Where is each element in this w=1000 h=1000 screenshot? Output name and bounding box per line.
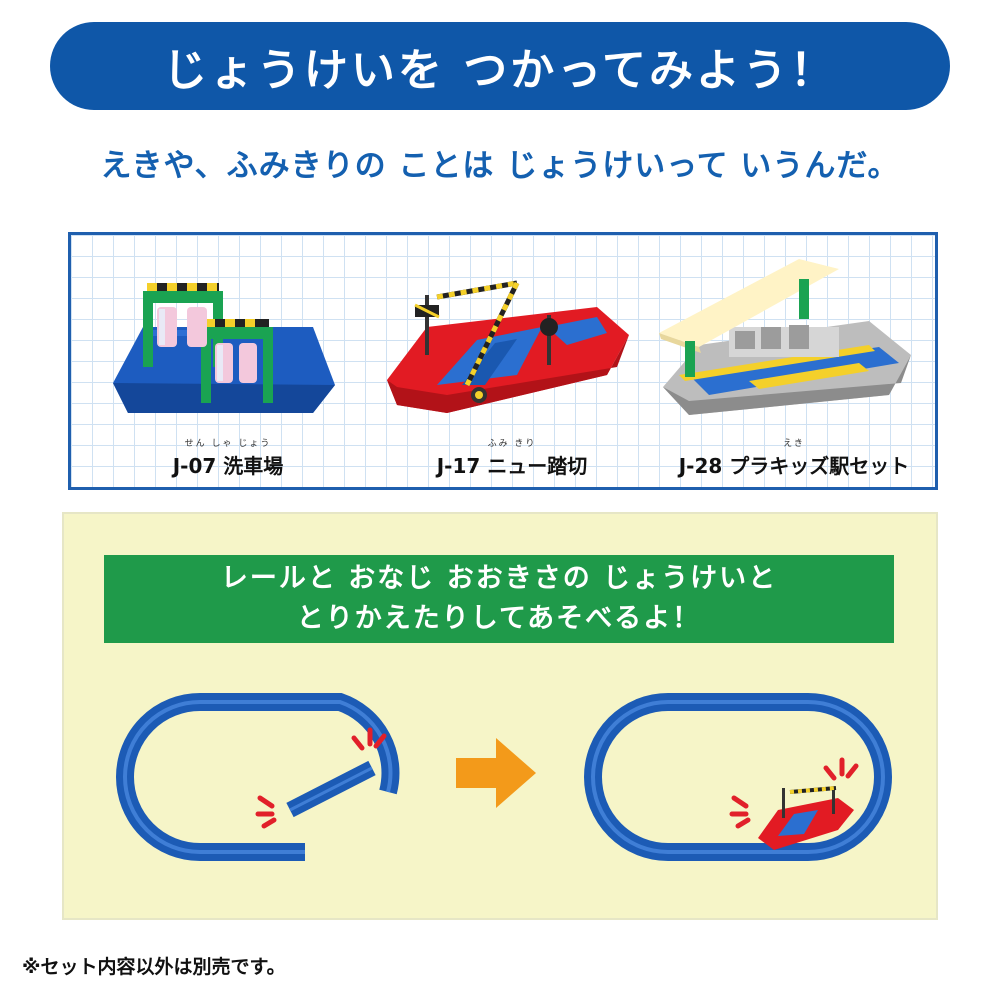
railroad-crossing-illustration (387, 280, 629, 413)
footnote: ※セット内容以外は別売です。 (22, 956, 286, 978)
item-ruby: せん しゃ じょう (184, 439, 272, 449)
item-label-station-set: えき J-28 プラキッズ駅セット (649, 436, 935, 479)
item-code: J-17 (436, 454, 481, 478)
usage-banner-line1: レールと おなじ おおきさの じょうけいと (220, 563, 778, 594)
item-code: J-28 (678, 454, 723, 478)
station-set-illustration (659, 259, 911, 415)
arrow-right-icon (456, 738, 536, 808)
item-ruby: えき (783, 439, 805, 449)
item-name: ニュー踏切 (487, 454, 588, 478)
car-wash-illustration (113, 283, 335, 413)
item-station-set: えき J-28 プラキッズ駅セット (649, 235, 935, 487)
page-title: じょうけいを つかってみよう！ (162, 45, 838, 96)
item-name: 洗車場 (223, 454, 284, 478)
item-label-car-wash: せん しゃ じょう J-07 洗車場 (83, 436, 373, 479)
subtitle: えきや、ふみきりの ことは じょうけいって いうんだ。 (100, 148, 900, 184)
track-before-diagram (116, 693, 400, 861)
scenery-grid-panel: せん しゃ じょう J-07 洗車場 ふみ きり J- (68, 232, 938, 490)
item-name: プラキッズ駅セット (729, 454, 910, 478)
item-code: J-07 (172, 454, 217, 478)
item-label-railroad-crossing: ふみ きり J-17 ニュー踏切 (367, 436, 657, 479)
usage-banner: レールと おなじ おおきさの じょうけいと とりかえたりしてあそべるよ！ (104, 555, 894, 643)
usage-banner-line2: とりかえたりしてあそべるよ！ (296, 603, 702, 634)
item-railroad-crossing: ふみ きり J-17 ニュー踏切 (367, 235, 657, 487)
title-banner: じょうけいを つかってみよう！ (50, 22, 950, 110)
item-car-wash: せん しゃ じょう J-07 洗車場 (83, 235, 373, 487)
item-ruby: ふみ きり (487, 439, 537, 449)
track-after-diagram (584, 693, 892, 861)
